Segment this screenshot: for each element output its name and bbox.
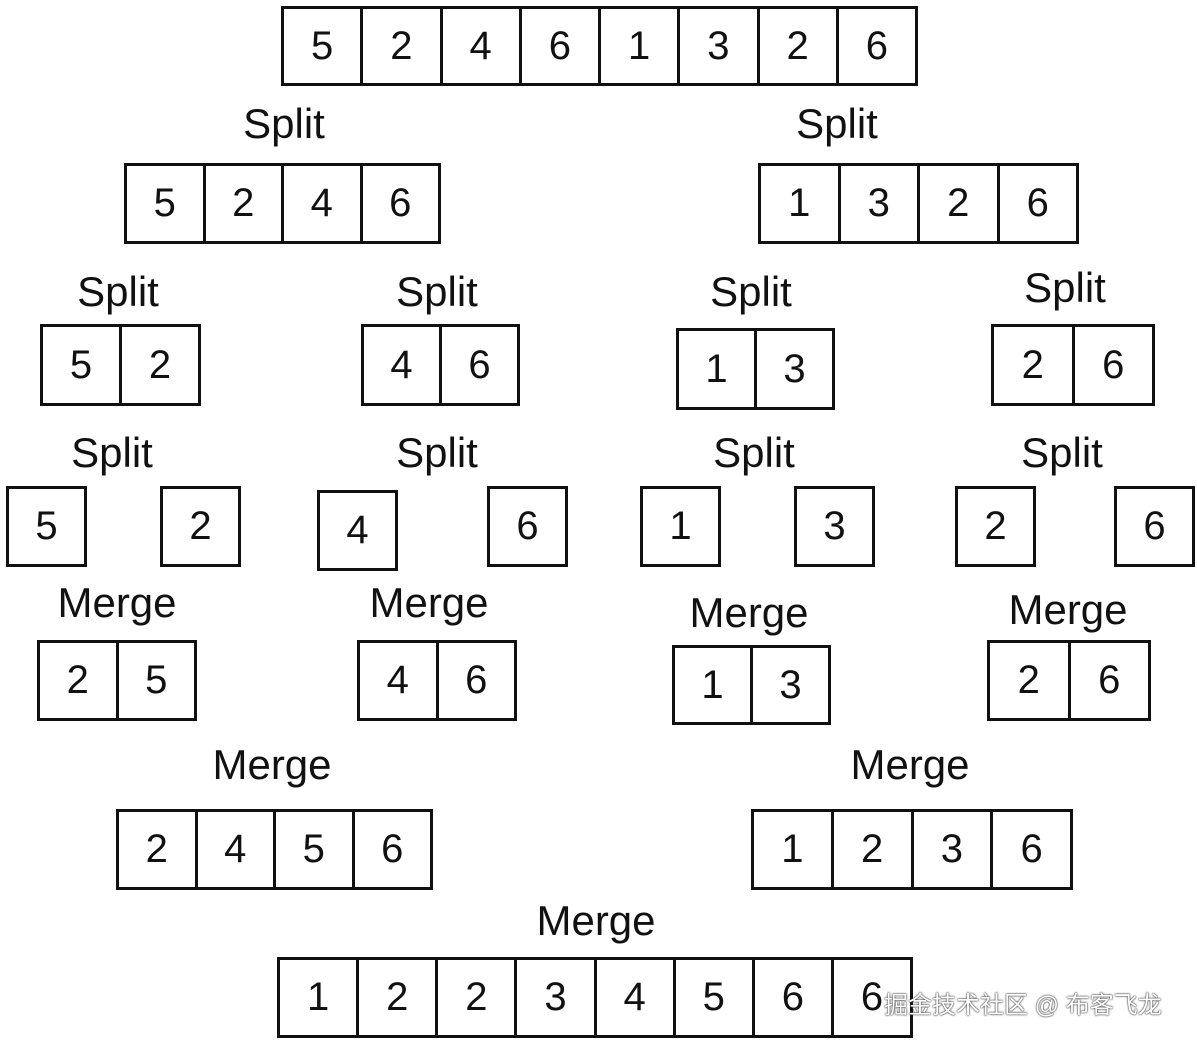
array-cell: 5 xyxy=(273,812,352,887)
single-array: 6 xyxy=(487,486,568,567)
array-cell: 2 xyxy=(917,166,997,241)
split-label: Split xyxy=(1021,429,1103,476)
array-cell: 6 xyxy=(996,166,1077,241)
array-cell: 3 xyxy=(837,166,918,241)
merge-label: Merge xyxy=(536,897,656,944)
array-cell: 6 xyxy=(359,166,439,241)
array-cell: 2 xyxy=(189,504,212,548)
array-cell: 6 xyxy=(990,812,1070,887)
array-cell: 5 xyxy=(35,504,58,548)
single-array: 1 xyxy=(640,486,721,567)
merge-label: Merge xyxy=(57,579,177,626)
array-cell: 2 xyxy=(1021,342,1044,387)
array-cell: 2 xyxy=(984,504,1007,548)
array-cell: 1 xyxy=(701,662,724,707)
array-cell: 5 xyxy=(115,643,195,718)
split-label: Split xyxy=(796,100,878,147)
single-array: 3 xyxy=(794,486,875,567)
merge-label: Merge xyxy=(689,589,809,636)
array-cell: 6 xyxy=(1143,504,1166,548)
single-array: 5 xyxy=(6,486,87,567)
array-cell: 1 xyxy=(781,827,804,871)
array-cell: 1 xyxy=(306,975,330,1019)
array-cell: 6 xyxy=(1071,327,1153,403)
merge-label: Merge xyxy=(212,741,332,788)
array-cell: 6 xyxy=(439,327,517,403)
array-cell: 1 xyxy=(669,504,692,548)
array-cell: 2 xyxy=(435,960,514,1035)
array-cell: 2 xyxy=(119,327,198,403)
array-cell: 1 xyxy=(788,181,811,225)
single-array: 6 xyxy=(1114,486,1195,567)
array-cell: 5 xyxy=(672,960,752,1035)
array-cell: 5 xyxy=(311,23,334,68)
array-cell: 3 xyxy=(750,648,828,722)
split-label: Split xyxy=(77,268,159,315)
split-label: Split xyxy=(396,429,478,476)
array-cell: 4 xyxy=(386,658,409,702)
watermark: 掘金技术社区 @ 布客飞龙 xyxy=(884,992,1162,1019)
single-array: 4 xyxy=(317,490,398,571)
array-cell: 6 xyxy=(830,960,910,1035)
array-cell: 4 xyxy=(281,166,360,241)
array-cell: 3 xyxy=(514,960,593,1035)
merge-label: Merge xyxy=(369,579,489,626)
array-cell: 2 xyxy=(66,658,89,702)
array-cell: 1 xyxy=(598,9,677,83)
array-cell: 6 xyxy=(435,643,515,718)
array-cell: 3 xyxy=(754,331,832,407)
array-cell: 2 xyxy=(1017,658,1040,702)
array-cell: 3 xyxy=(823,504,846,548)
array-cell: 4 xyxy=(390,342,413,387)
array-cell: 5 xyxy=(69,342,93,387)
split-label: Split xyxy=(713,429,795,476)
split-label: Split xyxy=(1024,264,1106,311)
array-cell: 5 xyxy=(153,181,176,225)
array-cell: 2 xyxy=(202,166,282,241)
merge-label: Merge xyxy=(850,741,970,788)
array-cell: 2 xyxy=(360,9,439,83)
array-cell: 6 xyxy=(1067,643,1149,718)
array-cell: 6 xyxy=(516,504,539,548)
array-cell: 6 xyxy=(835,9,915,83)
array-cell: 3 xyxy=(910,812,991,887)
array-cell: 4 xyxy=(346,508,369,552)
array-cell: 6 xyxy=(351,812,431,887)
array-cell: 6 xyxy=(751,960,831,1035)
array-cell: 4 xyxy=(194,812,274,887)
single-array: 2 xyxy=(160,486,241,567)
array-cell: 3 xyxy=(677,9,756,83)
array-cell: 4 xyxy=(439,9,519,83)
array-cell: 1 xyxy=(705,346,728,391)
array-cell: 4 xyxy=(593,960,673,1035)
array-cell: 6 xyxy=(518,9,598,83)
array-cell: 2 xyxy=(756,9,836,83)
merge-label: Merge xyxy=(1008,586,1128,633)
array-cell: 2 xyxy=(830,812,911,887)
single-array: 2 xyxy=(955,486,1036,567)
array-cell: 2 xyxy=(145,827,168,871)
split-label: Split xyxy=(710,268,792,315)
split-label: Split xyxy=(71,429,153,476)
array-cell: 2 xyxy=(356,960,435,1035)
split-label: Split xyxy=(243,100,325,147)
split-label: Split xyxy=(396,268,478,315)
